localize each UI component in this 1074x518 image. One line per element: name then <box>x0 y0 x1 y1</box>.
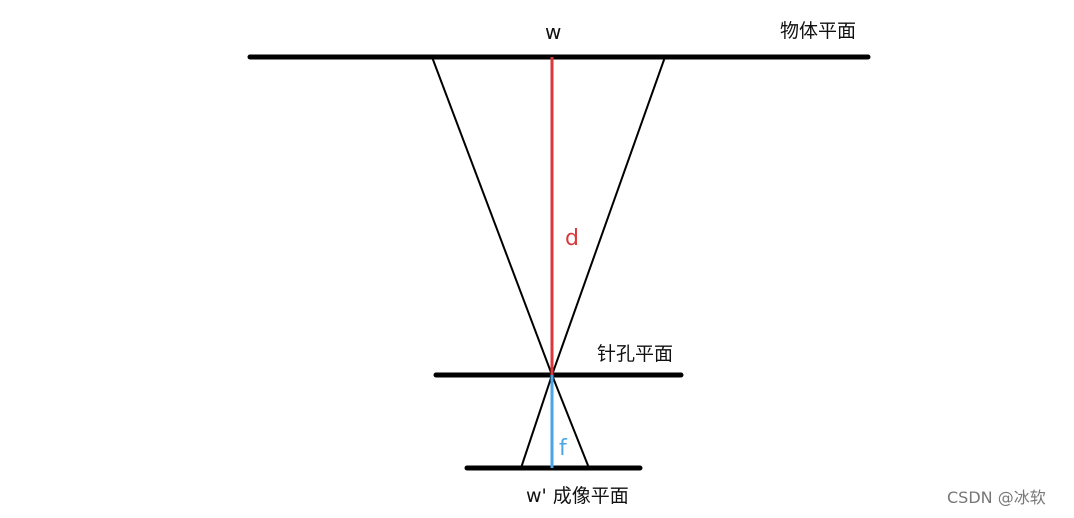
object-point-label: w <box>545 20 562 44</box>
image-plane-label: w' 成像平面 <box>526 485 629 507</box>
ray-right-lower <box>520 374 553 469</box>
ray-left-lower <box>551 374 590 469</box>
pinhole-plane-label: 针孔平面 <box>597 343 674 365</box>
watermark: CSDN @冰软 <box>947 488 1046 507</box>
object-plane-label: 物体平面 <box>780 20 857 42</box>
ray-left-upper <box>431 56 553 376</box>
distance-d-label: d <box>565 226 579 251</box>
focal-length-f-label: f <box>559 436 567 461</box>
ray-right-upper <box>551 56 666 376</box>
